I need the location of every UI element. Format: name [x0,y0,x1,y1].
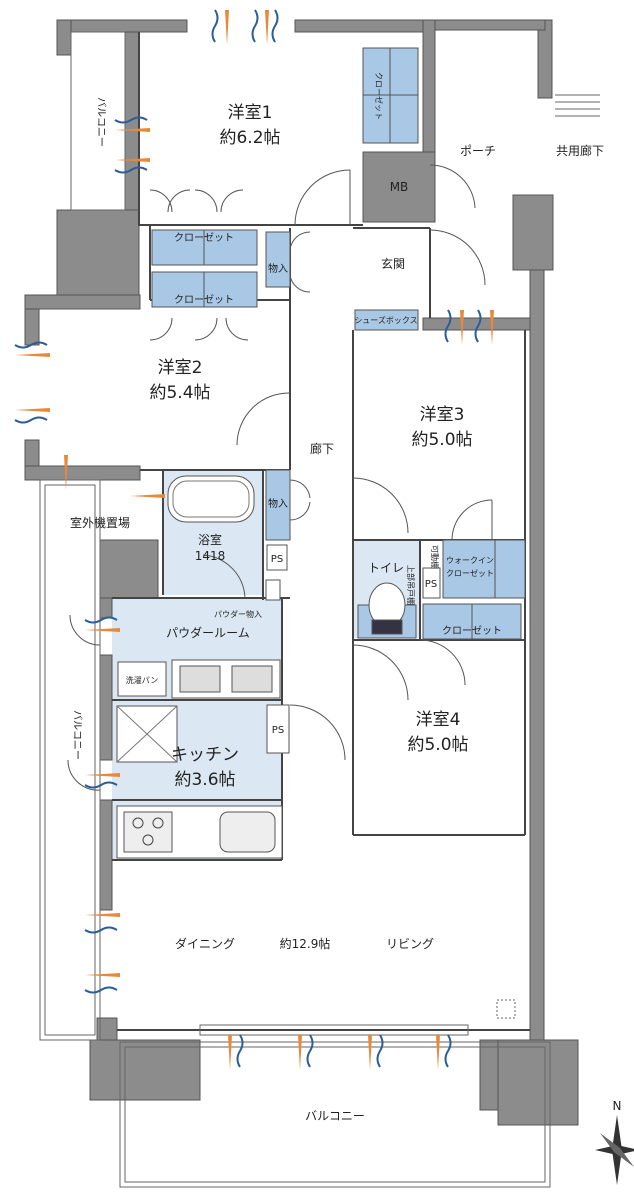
room-western1-size: 約6.2帖 [219,128,280,148]
ps-box-3 [266,704,290,754]
ceiling-vent [496,999,516,1019]
ps3-label: PS [272,725,284,736]
porch-label: ポーチ [460,144,496,158]
walk-in-label: ウォークイン [446,556,494,565]
basin-left [179,665,221,693]
room-toilet-name: トイレ [368,561,404,575]
movable-shelf-label: 可動棚 [430,545,440,569]
corridor-stairs [555,94,600,117]
balcony-left-top-label: バルコニー [95,97,107,147]
room-dining-size: 約12.9帖 [280,936,331,951]
powder-storage-label: パウダー物入 [214,609,262,619]
closet-w1b-label: クローゼット [174,294,234,306]
compass [595,1115,634,1185]
shoe-box-label: シューズボックス [354,315,417,325]
kitchen-sink [219,811,276,853]
north-label: N [613,1099,622,1113]
room-powder-name: パウダールーム [166,625,250,640]
room-western3-name: 洋室3 [420,405,465,425]
room-bath-size: 1418 [195,549,226,563]
ventilation-marks [14,9,494,1070]
room-living-name: リビング [386,937,434,951]
room-western3-size: 約5.0帖 [411,430,472,450]
room-dining-name: ダイニング [175,936,235,951]
basin-right [231,665,273,693]
walls [24,19,579,1126]
room-western4-name: 洋室4 [416,710,461,730]
doors [67,164,493,791]
common-corridor-label: 共用廊下 [556,143,604,158]
bathtub-inner [172,480,250,518]
powder-storage [265,579,281,601]
room-kitchen-name: キッチン [171,745,239,765]
closet1-label: クローゼット [374,72,384,120]
room-entrance-name: 玄関 [381,256,405,271]
room-western2-name: 洋室2 [158,358,203,378]
ps-box-2 [422,567,441,599]
stove [123,811,173,853]
closet-w1a-label: クローゼット [174,232,234,244]
storage1-label: 物入 [268,262,288,275]
storage2-label: 物入 [268,497,288,510]
balcony-rails [39,31,551,1188]
ps-box-1 [266,544,288,571]
upper-cabinet-label: 上部吊戸棚 [406,565,416,605]
room-western4-size: 約5.0帖 [407,735,468,755]
closet-w4-label: クローゼット [442,625,502,637]
room-bath-name: 浴室 [198,532,222,547]
closet-dividers [203,48,496,639]
toilet-tank [371,619,403,635]
balcony-bottom-label: バルコニー [305,1109,365,1123]
ps1-label: PS [271,554,283,565]
mb-label: MB [390,180,409,194]
room-western2-size: 約5.4帖 [149,383,210,403]
ps2-label: PS [425,579,437,590]
room-hallway-name: 廊下 [310,441,334,456]
washer-pan [117,661,167,697]
room-western1-name: 洋室1 [228,103,273,123]
balcony-left-mid-label: バルコニー [71,710,83,760]
outdoor-unit-label: 室外機置場 [70,515,130,530]
walk-in-closet-label: クローゼット [446,568,494,578]
room-kitchen-size: 約3.6帖 [174,770,235,790]
bathtub [167,475,255,523]
washer-pan-label: 洗濯パン [126,675,158,685]
